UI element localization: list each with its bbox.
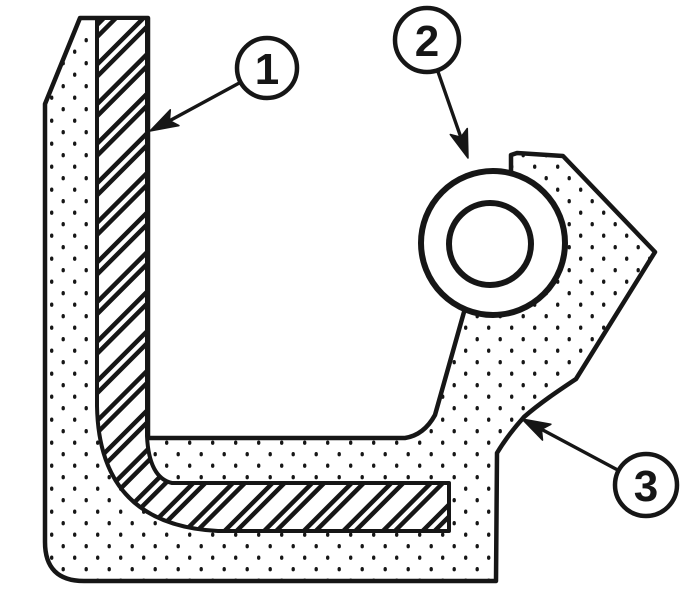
callout-3-arrowhead bbox=[521, 418, 552, 441]
callout-2: 2 bbox=[392, 5, 469, 159]
callout-3-label: 3 bbox=[634, 462, 658, 511]
callout-1-label: 1 bbox=[255, 45, 279, 94]
callout-3: 3 bbox=[521, 418, 680, 519]
callout-2-arrowhead bbox=[449, 127, 469, 159]
garter-spring-inner-circle bbox=[446, 200, 534, 288]
callout-1-leader-line bbox=[169, 80, 242, 122]
callout-3-leader-line bbox=[539, 427, 620, 472]
callout-2-label: 2 bbox=[415, 17, 439, 66]
callout-1-circle bbox=[234, 35, 300, 101]
callout-1: 1 bbox=[149, 35, 300, 132]
callout-2-circle bbox=[392, 5, 462, 75]
callout-2-leader-line bbox=[436, 69, 463, 139]
seal-rubber-body bbox=[42, 15, 658, 584]
callout-3-circle bbox=[612, 451, 680, 519]
metal-insert bbox=[95, 16, 451, 533]
callout-1-arrowhead bbox=[149, 109, 180, 132]
